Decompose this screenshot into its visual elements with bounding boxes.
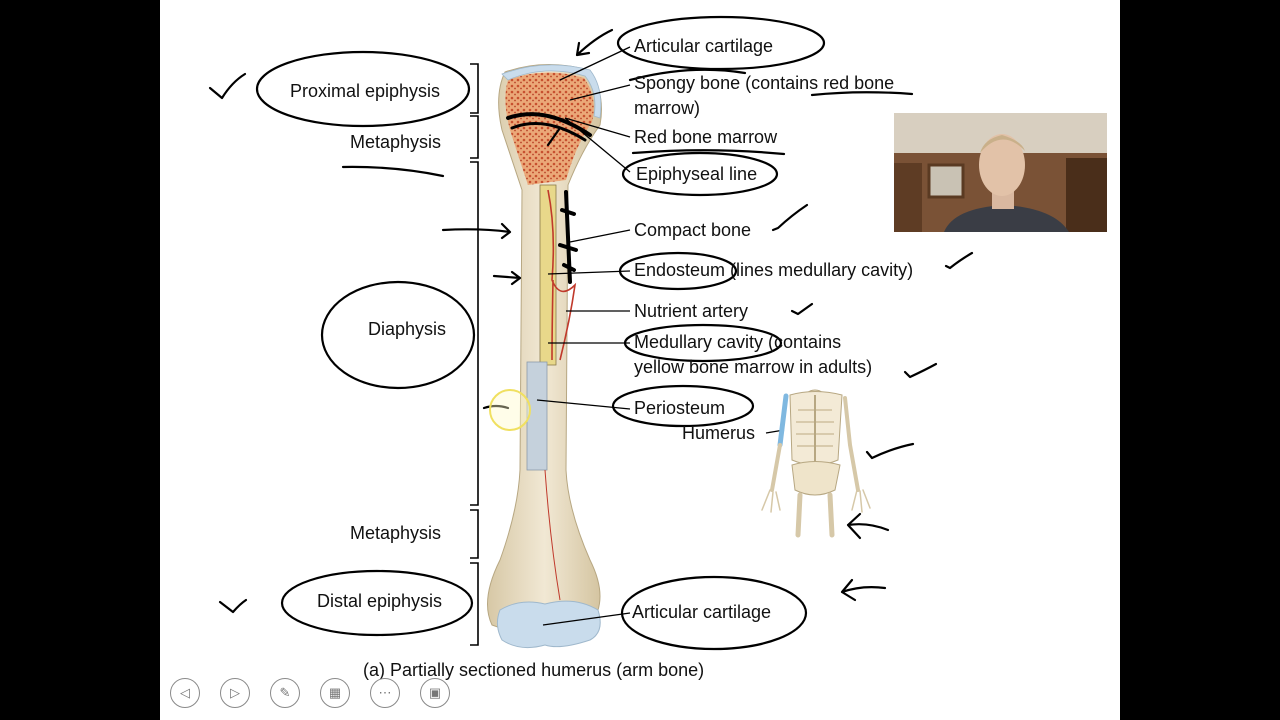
pen-tool-button[interactable]: ✎ bbox=[270, 678, 300, 708]
label-red-bone-marrow: Red bone marrow bbox=[634, 127, 778, 147]
webcam-image bbox=[894, 113, 1107, 232]
previous-slide-button[interactable]: ◁ bbox=[170, 678, 200, 708]
figure-caption: (a) Partially sectioned humerus (arm bon… bbox=[363, 660, 705, 680]
region-brackets bbox=[470, 63, 479, 646]
label-proximal-epiphysis: Proximal epiphysis bbox=[290, 81, 441, 101]
next-slide-button[interactable]: ▷ bbox=[220, 678, 250, 708]
spongy-bone-region bbox=[505, 72, 594, 185]
laser-pointer bbox=[489, 389, 531, 431]
label-epiphyseal-line: Epiphyseal line bbox=[636, 164, 758, 184]
ellipsis-icon: ⋯ bbox=[378, 685, 392, 700]
medullary-cavity bbox=[539, 184, 557, 366]
more-options-button[interactable]: ⋯ bbox=[370, 678, 400, 708]
label-distal-epiphysis: Distal epiphysis bbox=[317, 591, 443, 611]
slide: Proximal epiphysis Metaphysis Diaphysis … bbox=[160, 0, 1120, 720]
label-compact-bone: Compact bone bbox=[634, 220, 752, 240]
label-medullary-cavity-cont: yellow bone marrow in adults) bbox=[634, 357, 873, 377]
label-metaphysis-bottom: Metaphysis bbox=[350, 523, 442, 543]
presenter-webcam-overlay bbox=[894, 113, 1107, 232]
arrow-right-icon: ▷ bbox=[230, 685, 240, 700]
pen-annotations bbox=[208, 15, 974, 651]
label-medullary-cavity: Medullary cavity (contains bbox=[634, 332, 842, 352]
label-humerus: Humerus bbox=[682, 423, 756, 443]
label-nutrient-artery: Nutrient artery bbox=[634, 301, 749, 321]
skeleton-inset-illustration bbox=[761, 389, 871, 538]
humerus-bone-illustration bbox=[487, 64, 602, 649]
pen-icon: ✎ bbox=[279, 685, 291, 700]
periosteum-layer bbox=[526, 361, 548, 471]
arrow-left-icon: ◁ bbox=[180, 685, 190, 700]
see-all-slides-button[interactable]: ▦ bbox=[320, 678, 350, 708]
slides-icon: ▦ bbox=[328, 685, 342, 700]
diagram-canvas bbox=[208, 15, 974, 651]
label-diaphysis: Diaphysis bbox=[368, 319, 447, 339]
presenter-view-button[interactable]: ▣ bbox=[420, 678, 450, 708]
articular-cartilage-top bbox=[501, 64, 602, 119]
label-periosteum: Periosteum bbox=[634, 398, 726, 418]
label-endosteum: Endosteum (lines medullary cavity) bbox=[634, 260, 914, 280]
humerus-highlight bbox=[777, 393, 789, 448]
label-spongy-bone: Spongy bone (contains red bone bbox=[634, 73, 895, 93]
label-articular-cartilage-bottom: Articular cartilage bbox=[632, 602, 772, 622]
label-spongy-bone-cont: marrow) bbox=[634, 98, 700, 118]
label-metaphysis-top: Metaphysis bbox=[350, 132, 442, 152]
label-articular-cartilage-top: Articular cartilage bbox=[634, 36, 774, 56]
presenter-icon: ▣ bbox=[428, 685, 442, 700]
nutrient-artery bbox=[547, 189, 577, 361]
